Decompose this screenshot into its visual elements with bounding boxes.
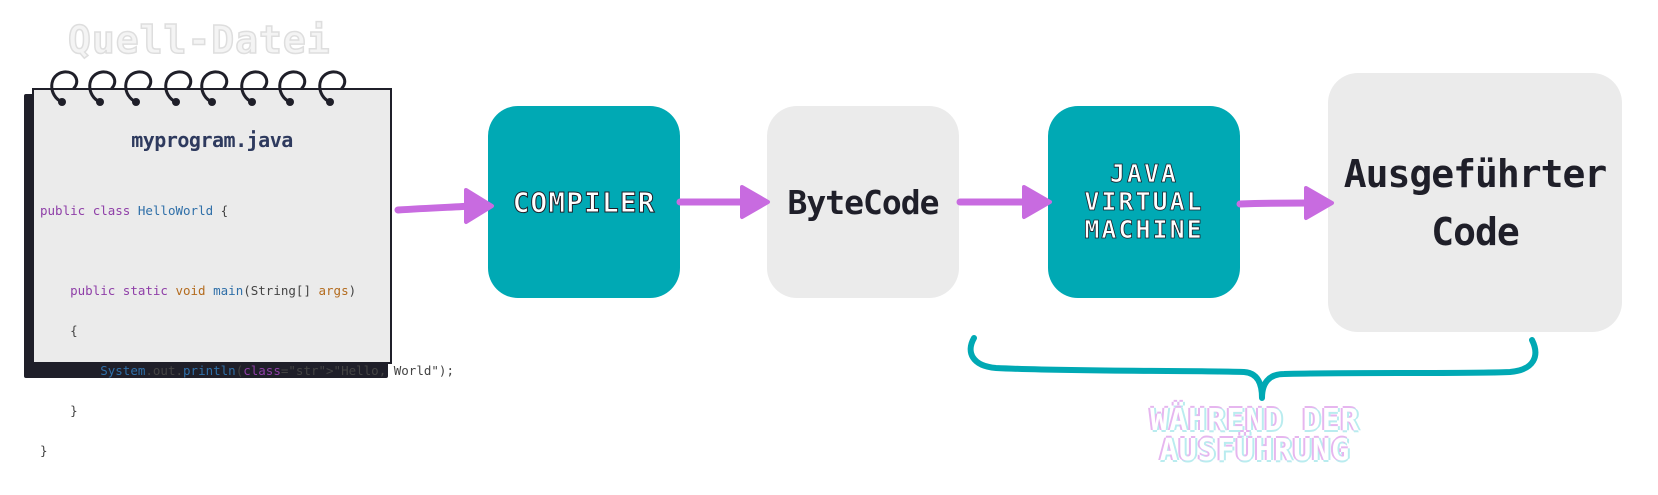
code-line: System.out.println(class="str">"Hello, W… [100, 363, 454, 378]
compiler-label: COMPILER [512, 185, 656, 219]
executed-code-box: Ausgeführter Code [1328, 73, 1622, 332]
notebook-rings-icon [50, 70, 347, 106]
code-line: } [40, 443, 48, 458]
notebook-paper [32, 88, 392, 364]
code-line: { [40, 323, 78, 338]
code-line: } [40, 403, 78, 418]
code-block: public class HelloWorld { public static … [40, 180, 454, 485]
runtime-label-line: WÄHREND DER [1150, 403, 1360, 438]
jvm-label-line: JAVA [1109, 159, 1179, 188]
executed-code-label-line: Ausgeführter [1343, 151, 1608, 196]
file-name: myprogram.java [131, 128, 293, 152]
executed-code-label-line: Code [1431, 209, 1520, 254]
arrow-icon [394, 188, 494, 224]
arrow-icon [956, 185, 1052, 219]
arrow-icon [676, 185, 770, 219]
jvm-label: JAVA VIRTUAL MACHINE [1084, 159, 1204, 244]
runtime-label: WÄHREND DER AUSFÜHRUNG [1090, 406, 1420, 466]
runtime-label-line: AUSFÜHRUNG [1159, 433, 1351, 468]
arrow-icon [1236, 186, 1334, 220]
bytecode-label: ByteCode [787, 182, 940, 222]
code-line: public class HelloWorld { [40, 203, 229, 218]
compiler-box: COMPILER [488, 106, 680, 298]
source-file-title: Quell-Datei [67, 17, 331, 63]
jvm-label-line: VIRTUAL [1084, 187, 1204, 216]
jvm-label-line: MACHINE [1084, 215, 1204, 244]
runtime-brace-icon [967, 335, 1539, 401]
source-notebook: myprogram.java public class HelloWorld {… [24, 70, 454, 457]
jvm-box: JAVA VIRTUAL MACHINE [1048, 106, 1240, 298]
code-line: public static void main(String[] args) [70, 283, 357, 298]
executed-code-label: Ausgeführter Code [1343, 145, 1608, 261]
bytecode-box: ByteCode [767, 106, 959, 298]
